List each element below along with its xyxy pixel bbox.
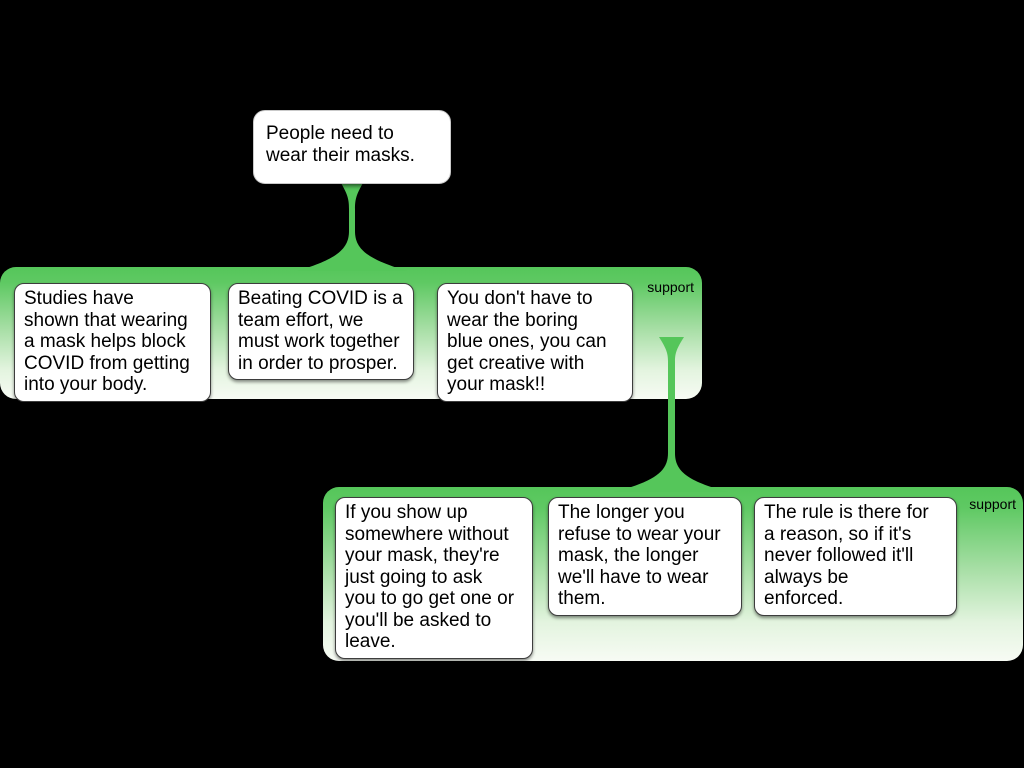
support-card[interactable]: Studies have shown that wearing a mask h… [14, 283, 211, 402]
support-group-2-label: support [969, 496, 1016, 512]
support-card-text: Studies have shown that wearing a mask h… [24, 288, 190, 395]
funnel-shape-2 [614, 337, 728, 492]
support-card-text: If you show up somewhere without your ma… [345, 502, 515, 652]
support-group-1[interactable]: support Studies have shown that wearing … [0, 267, 702, 402]
support-card[interactable]: You don't have to wear the boring blue o… [437, 283, 633, 402]
support-group-1-label: support [647, 279, 694, 295]
support-connector-1 [297, 183, 407, 271]
support-card-text: You don't have to wear the boring blue o… [447, 288, 607, 395]
support-card-text: Beating COVID is a team effort, we must … [238, 288, 403, 374]
support-card[interactable]: Beating COVID is a team effort, we must … [228, 283, 414, 380]
root-claim-text: People need to wear their masks. [266, 123, 415, 166]
support-card[interactable]: The longer you refuse to wear your mask,… [548, 497, 742, 616]
support-connector-2 [614, 337, 728, 492]
support-card-text: The longer you refuse to wear your mask,… [558, 502, 721, 609]
support-card[interactable]: If you show up somewhere without your ma… [335, 497, 533, 659]
support-group-2[interactable]: support If you show up somewhere without… [323, 487, 1023, 661]
funnel-shape-1 [297, 183, 407, 271]
support-card-text: The rule is there for a reason, so if it… [764, 502, 929, 609]
root-claim-card[interactable]: People need to wear their masks. [253, 110, 451, 184]
support-card[interactable]: The rule is there for a reason, so if it… [754, 497, 957, 616]
